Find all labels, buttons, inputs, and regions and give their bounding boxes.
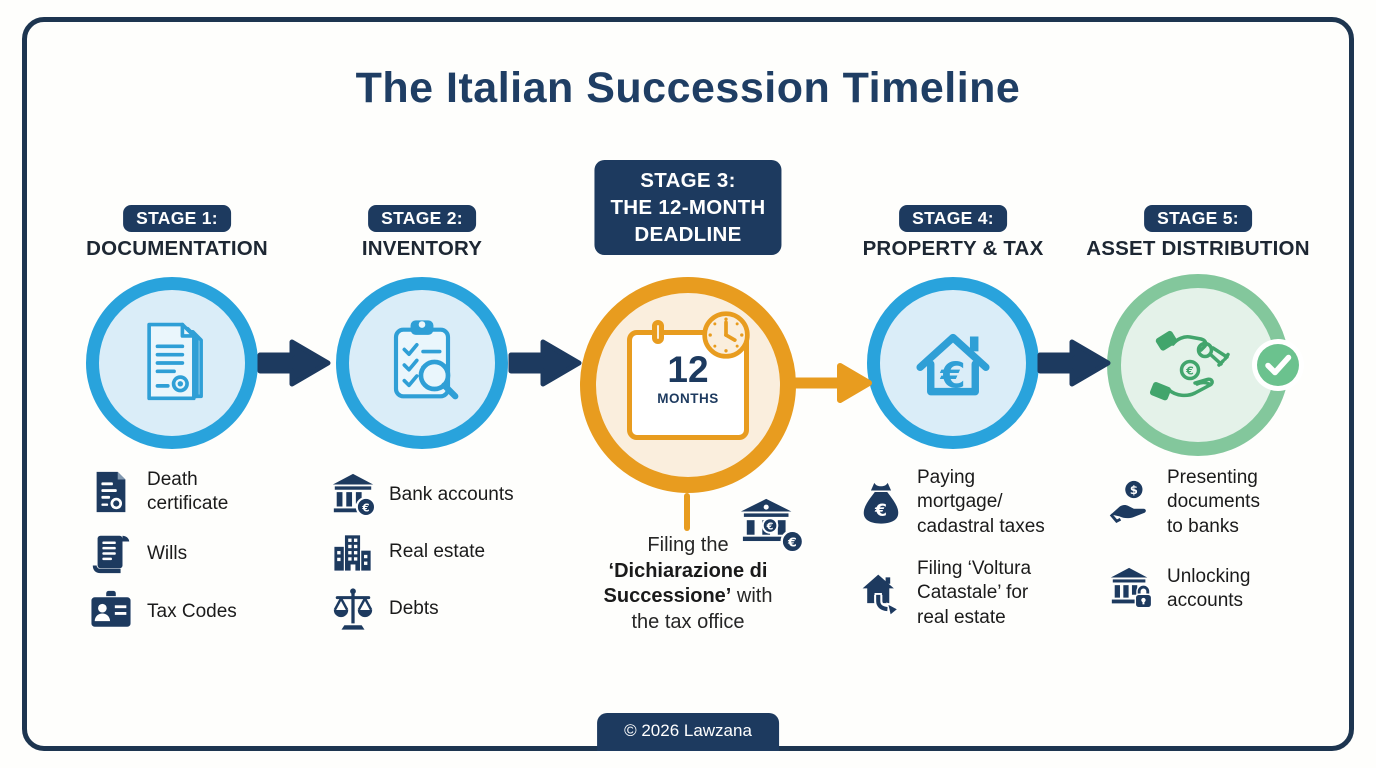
stage5-badge: STAGE 5: [1144, 205, 1252, 232]
svg-text:€: € [361, 502, 369, 514]
list-item-label: Debts [389, 597, 439, 619]
wills-icon [92, 535, 130, 574]
money-bag-euro-icon: € [863, 483, 899, 525]
list-item-label: Bank accounts [389, 483, 514, 505]
list-item-label: Unlocking accounts [1167, 566, 1251, 612]
arrow-right-icon [508, 339, 582, 387]
list-item-label: Filing ‘Voltura Catastale’ for real esta… [917, 558, 1032, 628]
clock-icon [702, 311, 750, 359]
list-item-label: Paying mortgage/ cadastral taxes [917, 467, 1045, 537]
stage4-circle: € [867, 277, 1039, 449]
stage3-circle: 12 MONTHS [580, 277, 796, 493]
stage3-badge: STAGE 3: THE 12-MONTH DEADLINE [594, 160, 782, 255]
list-item: € Bank accounts [330, 472, 514, 518]
arrow-right-icon [257, 339, 331, 387]
arrow-right-orange-icon [786, 363, 872, 403]
list-item: Real estate [330, 529, 485, 575]
calendar-pin [652, 320, 664, 344]
calendar-unit: MONTHS [657, 391, 719, 406]
bank-lock-icon [1110, 568, 1153, 609]
list-item: Unlocking accounts [1108, 565, 1250, 614]
stage3-connector-line [684, 493, 690, 531]
calendar-number: 12 [667, 349, 709, 390]
list-item: $ Presenting documents to banks [1108, 466, 1260, 539]
svg-text:€: € [939, 355, 965, 396]
list-item-label: Wills [147, 542, 188, 564]
list-item-label: Tax Codes [147, 600, 237, 622]
stage2-label: INVENTORY [361, 237, 483, 260]
list-item-label: Real estate [389, 540, 486, 562]
tax-office-icon: € € [740, 498, 804, 554]
svg-text:€: € [874, 501, 887, 521]
list-item: € Paying mortgage/ cadastral taxes [858, 466, 1045, 539]
stage5-label: ASSET DISTRIBUTION [1086, 237, 1310, 260]
hand-dollar-icon: $ [1109, 481, 1146, 524]
real-estate-icon [333, 534, 372, 572]
stage1-label: DOCUMENTATION [86, 237, 268, 260]
stage2-circle [336, 277, 508, 449]
stage3-desc-line3: Successione’ with [603, 585, 773, 607]
check-badge-icon [1252, 339, 1304, 391]
stage1-badge: STAGE 1: [123, 205, 231, 232]
footer-credit: © 2026 Lawzana [597, 713, 779, 751]
bank-euro-icon: € [332, 473, 376, 518]
stage4-label: PROPERTY & TAX [862, 237, 1044, 260]
svg-text:€: € [787, 534, 797, 549]
svg-text:€: € [766, 521, 774, 532]
stage2-badge: STAGE 2: [368, 205, 476, 232]
list-item: Tax Codes [88, 589, 237, 635]
arrow-right-icon [1037, 339, 1111, 387]
svg-text:$: $ [1130, 483, 1138, 497]
list-item: Debts [330, 586, 439, 632]
list-item-label: Death certificate [147, 469, 229, 515]
stage4-badge: STAGE 4: [899, 205, 1007, 232]
stage3-description: Filing the ‘Dichiarazione di Successione… [558, 533, 818, 635]
stage3-desc-line4: the tax office [631, 610, 745, 633]
list-item: Filing ‘Voltura Catastale’ for real esta… [858, 557, 1031, 630]
svg-text:€: € [1185, 365, 1194, 378]
house-euro-icon: € [916, 333, 990, 396]
page-title: The Italian Succession Timeline [355, 64, 1021, 112]
stage3-badge-line3: DEADLINE [634, 223, 742, 246]
list-item-label: Presenting documents to banks [1167, 467, 1260, 537]
calendar-12-months: 12 MONTHS [627, 311, 750, 440]
tax-codes-icon [90, 590, 132, 628]
stage3-desc-line2: ‘Dichiarazione di [608, 559, 768, 582]
scales-icon [333, 588, 373, 630]
stage3-badge-line2: THE 12-MONTH [610, 196, 766, 219]
documents-icon [147, 322, 203, 401]
death-certificate-icon [96, 472, 126, 513]
stage3-desc-line1: Filing the [647, 534, 729, 556]
hands-keys-icon: € [1149, 330, 1230, 401]
stage1-circle [86, 277, 258, 449]
stage3-badge-line1: STAGE 3: [640, 169, 736, 192]
inventory-checklist-icon [393, 320, 459, 400]
list-item: Death certificate [88, 468, 228, 517]
list-item: Wills [88, 531, 187, 577]
house-transfer-icon [862, 575, 900, 617]
